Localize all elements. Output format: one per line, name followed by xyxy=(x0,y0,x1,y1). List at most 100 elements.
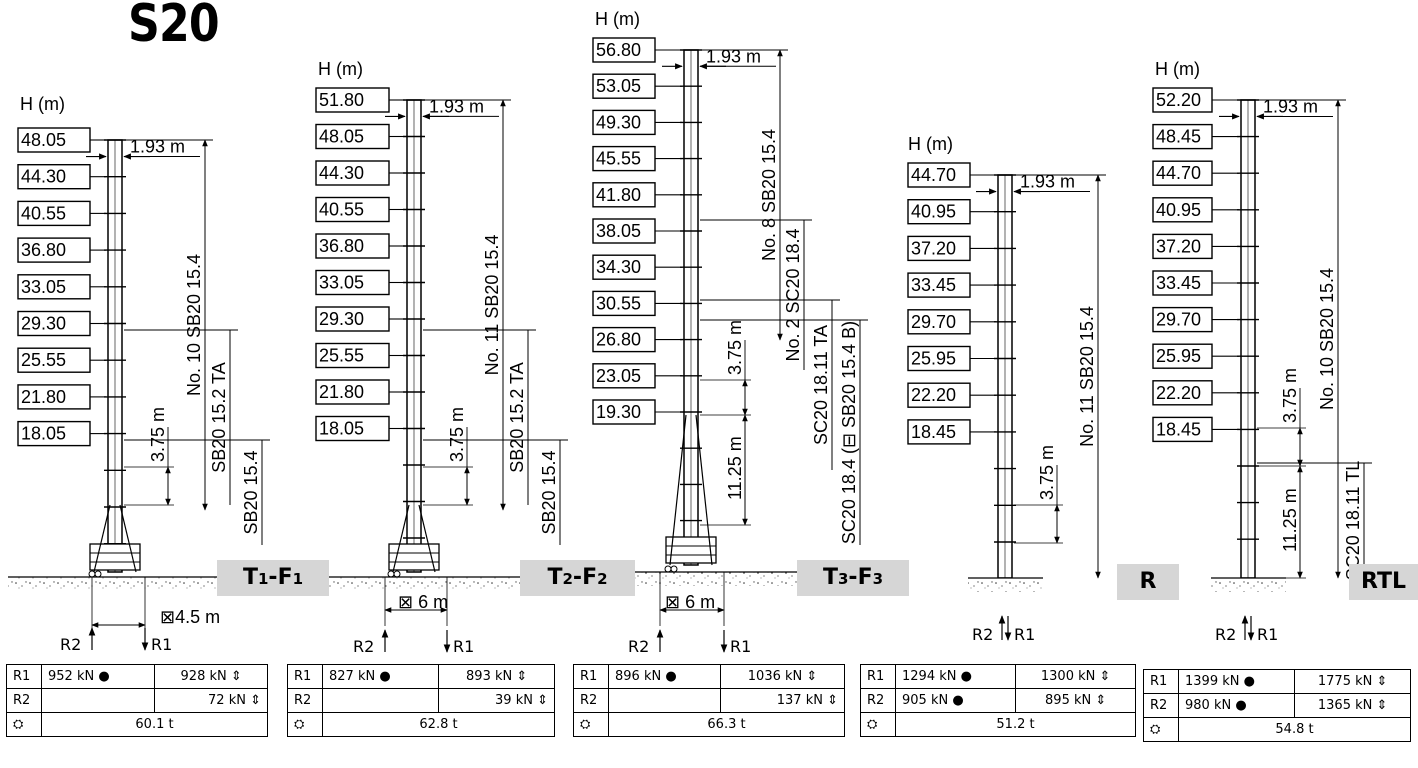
height-box xyxy=(907,382,971,408)
height-box xyxy=(907,345,971,372)
r2-label: R2 xyxy=(860,688,896,713)
r2-value-a: 905 kN ● xyxy=(894,688,1017,713)
config-label-t2-f2: T2-F2 xyxy=(520,560,635,596)
height-box xyxy=(315,306,390,332)
height-box xyxy=(592,399,656,425)
mast-width-label: 1.93 m xyxy=(1263,96,1318,116)
height-value: 38.05 xyxy=(596,221,641,241)
filled-circle-icon: ● xyxy=(1243,674,1255,689)
dimension-label: 3.75 m xyxy=(725,320,745,375)
reaction-table-t1-f1: R1 952 kN ● 928 kN ⇕ R2 72 kN ⇕ ⛭ 60.1 t xyxy=(6,664,268,737)
r2-label: R2 xyxy=(60,635,81,654)
base-strut-right xyxy=(119,504,137,573)
total-weight: 54.8 t xyxy=(1178,717,1411,742)
r1-value-b: 1775 kN ⇕ xyxy=(1294,669,1411,694)
height-value: 53.05 xyxy=(596,76,641,96)
height-box xyxy=(592,109,656,136)
annotation-label: No. 10 SB20 15.4 xyxy=(1317,268,1337,410)
r2-label: R2 xyxy=(287,688,323,713)
up-down-arrows-icon: ⇕ xyxy=(1095,693,1107,708)
base-strut-left xyxy=(392,504,410,573)
ground-hatch xyxy=(1211,578,1286,592)
r2-value-b: 39 kN ⇕ xyxy=(438,688,555,713)
r1-value-b: 1036 kN ⇕ xyxy=(720,664,845,689)
height-axis-label: H (m) xyxy=(318,59,363,79)
base-dimension-label: ⊠ 6 m xyxy=(398,592,448,612)
r1-value-a: 1399 kN ● xyxy=(1177,669,1296,694)
r2-label: R2 xyxy=(1215,625,1236,644)
height-box xyxy=(592,363,656,389)
height-box xyxy=(907,162,971,188)
r1-label: R1 xyxy=(151,635,172,654)
base-dimension-label: ⊠ 6 m xyxy=(665,592,715,612)
r2-value-a: 980 kN ● xyxy=(1177,693,1296,718)
height-box xyxy=(907,309,971,335)
annotation-label: No. 11 SB20 15.4 xyxy=(1077,306,1097,447)
ballast-dome-icon: ⛭ xyxy=(1143,717,1179,742)
height-axis-label: H (m) xyxy=(1155,59,1200,79)
height-value: 48.45 xyxy=(1156,127,1201,147)
height-box xyxy=(1152,233,1213,260)
height-box xyxy=(1152,306,1213,333)
annotation-label: SB20 15.4 xyxy=(241,450,261,534)
dimension-label: 3.75 m xyxy=(1037,445,1057,500)
filled-circle-icon: ● xyxy=(98,669,110,684)
r1-value-b: 1300 kN ⇕ xyxy=(1015,664,1136,689)
mast-width-label: 1.93 m xyxy=(429,96,484,116)
annotation-label: No. 10 SB20 15.4 xyxy=(184,254,204,396)
up-down-arrows-icon: ⇕ xyxy=(806,669,818,684)
filled-circle-icon: ● xyxy=(379,669,391,684)
config-label-rtl: RTL xyxy=(1349,564,1418,600)
annotation-label: SC20 18.11 TL xyxy=(1343,461,1363,580)
r2-value-b: 72 kN ⇕ xyxy=(154,688,268,713)
total-weight: 62.8 t xyxy=(322,712,555,737)
r2-label: R2 xyxy=(1143,693,1179,718)
ground-hatch xyxy=(968,578,1043,592)
r1-value-a: 827 kN ● xyxy=(321,664,440,689)
ballast-dome-icon: ⛭ xyxy=(287,712,323,737)
height-box xyxy=(315,123,390,150)
height-value: 30.55 xyxy=(596,293,641,313)
up-down-arrows-icon: ⇕ xyxy=(230,669,242,684)
r2-label: R2 xyxy=(972,625,993,644)
r1-label: R1 xyxy=(1257,625,1278,644)
base-strut-right xyxy=(695,414,713,566)
r2-value-a xyxy=(40,688,156,713)
height-value: 25.55 xyxy=(319,346,364,366)
total-weight: 51.2 t xyxy=(895,712,1136,737)
up-down-arrows-icon: ⇕ xyxy=(516,669,528,684)
height-value: 52.20 xyxy=(1156,90,1201,110)
dimension-label: 11.25 m xyxy=(725,436,745,500)
filled-circle-icon: ● xyxy=(665,669,677,684)
annotation-label: No. 8 SB20 15.4 xyxy=(759,129,779,261)
height-value: 22.20 xyxy=(1156,383,1201,403)
ground-hatch xyxy=(307,577,522,591)
ballast-dome-icon: ⛭ xyxy=(860,712,896,737)
r1-value-a: 896 kN ● xyxy=(607,664,722,689)
reaction-table-rtl: R1 1399 kN ● 1775 kN ⇕ R2 980 kN ● 1365 … xyxy=(1143,669,1411,742)
height-value: 21.80 xyxy=(319,382,364,402)
up-down-arrows-icon: ⇕ xyxy=(827,693,838,708)
base-wheel xyxy=(670,565,678,573)
dimension-label: 3.75 m xyxy=(447,407,467,462)
height-value: 36.80 xyxy=(21,240,66,260)
height-box xyxy=(315,415,390,442)
base-dimension-label: ⊠4.5 m xyxy=(160,607,220,627)
height-value: 18.45 xyxy=(1156,419,1201,439)
reaction-table-t2-f2: R1 827 kN ● 893 kN ⇕ R2 39 kN ⇕ ⛭ 62.8 t xyxy=(287,664,555,737)
height-value: 41.80 xyxy=(596,185,641,205)
dimension-label: 3.75 m xyxy=(148,407,168,462)
reaction-table-r: R1 1294 kN ● 1300 kN ⇕ R2 905 kN ● 895 k… xyxy=(860,664,1136,737)
base-strut-right xyxy=(418,504,436,573)
height-box xyxy=(1152,197,1213,223)
height-box xyxy=(315,342,390,369)
reaction-table-t3-f3: R1 896 kN ● 1036 kN ⇕ R2 137 kN ⇕ ⛭ 66.3… xyxy=(573,664,845,737)
height-box xyxy=(1152,343,1213,369)
r1-label: R1 xyxy=(860,664,896,689)
ballast-block xyxy=(665,536,717,564)
annotation-label: SC20 18.4 (⊟ SB20 15.4 B) xyxy=(839,321,859,544)
height-box xyxy=(17,237,91,263)
annotation-label: No. 11 SB20 15.4 xyxy=(482,235,502,376)
height-value: 34.30 xyxy=(596,257,641,277)
